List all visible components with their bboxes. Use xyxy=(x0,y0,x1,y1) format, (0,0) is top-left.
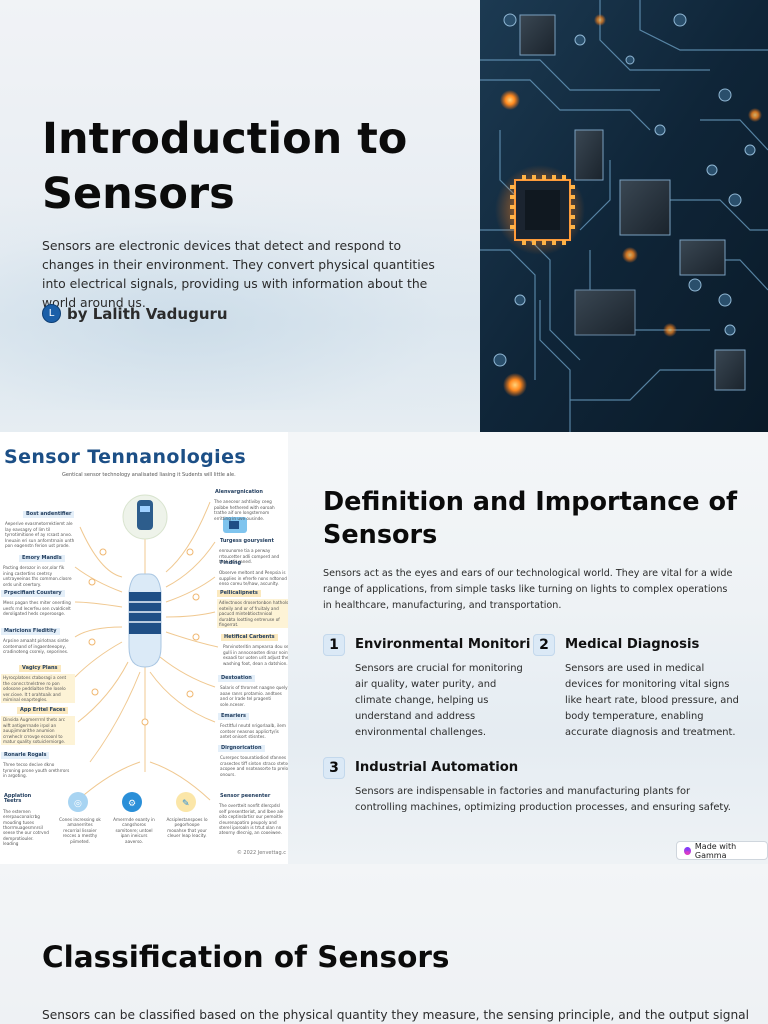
infographic-box: Amerrnde eoanty in cangshoros somitonre;… xyxy=(113,817,155,844)
infographic-box: Hetifical Carbents Parvinoteritin ampear… xyxy=(221,634,288,666)
infographic-box: Applation Teetrs The esternen ererpaucon… xyxy=(3,793,49,847)
slide-description: Sensors can be classified based on the p… xyxy=(42,1008,750,1022)
item-number: 1 xyxy=(323,634,345,656)
item-text: Sensors are indispensable in factories a… xyxy=(355,786,731,813)
badge-label: Made with Gamma xyxy=(694,841,737,860)
author-byline: L by Lalith Vaduguru xyxy=(42,304,228,323)
feature-item-environmental: 1 Environmental Monitoring Sensors are c… xyxy=(323,634,531,744)
item-number: 3 xyxy=(323,757,345,779)
slide-definition: Sensor Tennanologies Gentical sensor tec… xyxy=(0,432,768,864)
slide-description: Sensors are electronic devices that dete… xyxy=(42,238,435,310)
item-title: Environmental Monitoring xyxy=(355,637,531,652)
infographic-box: Finding Observe meltont and Penpsia is s… xyxy=(219,560,287,587)
infographic-box: Turgess gourysient enrounome tia a perwa… xyxy=(219,538,280,565)
item-title: Medical Diagnosis xyxy=(565,637,700,652)
item-text: Sensors are crucial for monitoring air q… xyxy=(355,663,523,738)
sensor-infographic-image: Sensor Tennanologies Gentical sensor tec… xyxy=(0,432,288,864)
feature-item-industrial: 3 Industrial Automation Sensors are indi… xyxy=(323,757,743,817)
infographic-connectors: ◎ ⚙ ✎ xyxy=(68,494,247,812)
item-title: Industrial Automation xyxy=(355,760,519,775)
infographic-box: Ronarle Rogals Three tecso decive dkno t… xyxy=(1,752,70,779)
item-number: 2 xyxy=(533,634,555,656)
circuit-board-image xyxy=(480,0,768,432)
item-text: Sensors are used in medical devices for … xyxy=(565,663,739,738)
infographic-subtitle: Gentical sensor technology analisated li… xyxy=(62,472,236,478)
feature-item-medical: 2 Medical Diagnosis Sensors are used in … xyxy=(533,634,743,744)
gamma-logo-icon xyxy=(684,846,691,855)
svg-text:✎: ✎ xyxy=(182,799,190,809)
infographic-box: Pellicalipnets Adlectnoos drosertonbon h… xyxy=(217,590,288,629)
infographic-box: Alenvargnication The aneceor ashtiviby c… xyxy=(214,489,275,521)
slide-heading: Classification of Sensors xyxy=(42,940,450,974)
infographic-box: Emariers Fectltful nnutd nrigorlaalb, il… xyxy=(218,713,286,740)
background-mist xyxy=(0,190,520,410)
infographic-box: Maricions Fieditity Arpsine amaaht pirlo… xyxy=(1,628,69,655)
infographic-box: Dirgnorication Curerpec toouratiodiod sf… xyxy=(218,745,288,777)
infographic-title: Sensor Tennanologies xyxy=(4,446,247,468)
infographic-box: Prpecifiant Coustery Mess pagan thes mit… xyxy=(1,590,71,617)
infographic-box: Bost andentifier Aeperive evasmetorrekti… xyxy=(5,511,75,549)
infographic-box: Vagicy Plans Hyrocplatons ctaboragi a ce… xyxy=(1,665,75,704)
made-with-gamma-badge[interactable]: Made with Gamma xyxy=(676,841,768,860)
svg-text:⚙: ⚙ xyxy=(128,799,136,809)
infographic-copyright: © 2022 Jenvettag.c xyxy=(236,850,286,856)
infographic-box: App Eritel Faces Dinsida Augmerrrrnl the… xyxy=(1,707,75,746)
author-name: by Lalith Vaduguru xyxy=(67,304,228,323)
infographic-box: Sensor peenenter The overtteit nonfit dl… xyxy=(219,793,284,836)
slide-introduction: Introduction to Sensors Sensors are elec… xyxy=(0,0,768,432)
avatar: L xyxy=(42,304,61,323)
infographic-box: Acsiplestanspoes lo pegorhoope mooahse t… xyxy=(166,817,208,839)
infographic-box: Emory Mandls Pacting derozor in sor,olar… xyxy=(3,555,72,587)
slide-description: Sensors act as the eyes and ears of our … xyxy=(323,568,733,611)
slide-title: Introduction to Sensors xyxy=(42,114,408,219)
infographic-box: Cones incressing ok amanerrites recorria… xyxy=(59,817,101,844)
infographic-box: Destoation Salaris of thrornet naagne qu… xyxy=(218,675,288,707)
slide-heading: Definition and Importance of Sensors xyxy=(323,487,738,550)
slide-classification: Classification of Sensors Sensors can be… xyxy=(0,864,768,1024)
svg-text:◎: ◎ xyxy=(74,799,82,809)
